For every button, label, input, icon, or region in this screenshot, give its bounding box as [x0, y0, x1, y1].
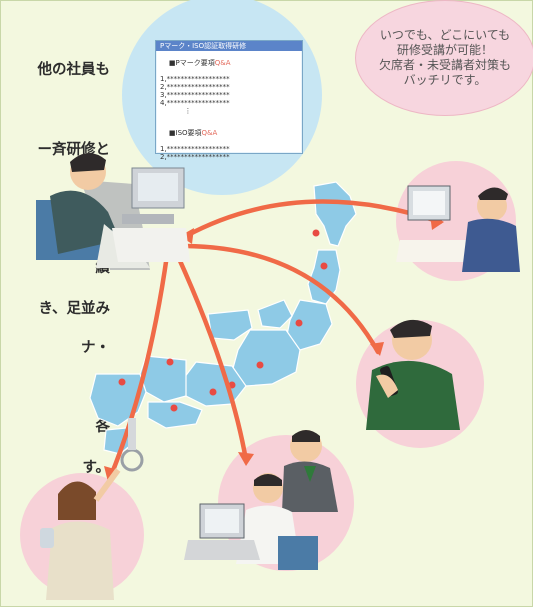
commuter-icon: [40, 418, 144, 600]
team-meeting-icon: [184, 430, 338, 570]
person-on-phone-icon: [366, 319, 460, 430]
connection-arrows: [104, 199, 444, 482]
remote-worker-icon: [396, 185, 520, 272]
doc-row: 4,******************: [160, 99, 230, 107]
bubble-line: 欠席者・未受講者対策も: [378, 58, 511, 72]
bubble-line: いつでも、どこにいても: [379, 28, 511, 42]
speech-bubble: いつでも、どこにいても 研修受講が可能！ 欠席者・未受講者対策も バッチリです。: [355, 0, 533, 116]
left-line: 他の社員も: [37, 62, 111, 78]
doc-row: 1,******************: [160, 75, 230, 83]
doc-section-accent: Q&A: [214, 59, 231, 67]
bubble-line: 研修受講が可能！: [396, 43, 493, 57]
doc-section: ■ISO要項Q&A: [156, 121, 302, 145]
left-line: す。: [82, 459, 110, 476]
doc-section-accent: Q&A: [201, 129, 218, 137]
doc-row: 2,******************: [160, 83, 230, 91]
person-at-computer-icon: [36, 152, 190, 270]
doc-title: Pマーク・ISO認証取得研修: [156, 41, 302, 51]
training-document: Pマーク・ISO認証取得研修 ■Pマーク要項Q&A 1,************…: [155, 40, 303, 161]
doc-section: ■Pマーク要項Q&A: [156, 51, 302, 75]
left-line: ナ・: [81, 339, 110, 356]
doc-row: 2,******************: [160, 153, 230, 161]
doc-section-title: ■ISO要項: [168, 129, 202, 137]
bubble-line: バッチリです。: [403, 73, 487, 87]
doc-section-title: ■Pマーク要項: [168, 59, 215, 67]
doc-row: ⋮: [160, 107, 192, 115]
doc-row: 1,******************: [160, 145, 230, 153]
doc-row: 3,******************: [160, 91, 230, 99]
left-line: き、足並み: [38, 300, 111, 317]
